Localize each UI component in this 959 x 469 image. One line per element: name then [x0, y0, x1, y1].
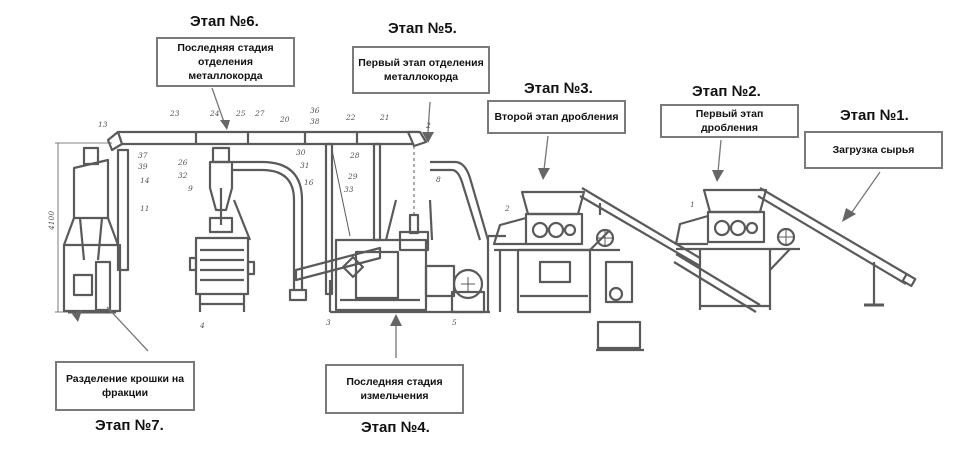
part-label: 26	[177, 158, 188, 167]
metal-cord-final-separator	[188, 146, 308, 312]
part-label: 23	[169, 109, 180, 118]
stage-4-title: Этап №4.	[361, 419, 430, 436]
final-grinding-unit	[294, 234, 506, 314]
stage-3-description: Второй этап дробления	[494, 111, 619, 123]
part-label: 14	[140, 176, 150, 185]
stage-5-box: Первый этап отделения металлокорда	[352, 46, 490, 94]
part-labels: 13 23 24 25 27 20 36 38 22 21 2 37 39 14…	[47, 106, 695, 330]
stage-6-title: Этап №6.	[190, 13, 259, 30]
part-label: 31	[300, 161, 310, 170]
part-label: 11	[140, 204, 150, 213]
part-label: 5	[452, 318, 457, 327]
part-label: 33	[344, 185, 354, 194]
stage-5-description: Первый этап отделения металлокорда	[358, 57, 484, 83]
stage-7-description: Разделение крошки на фракции	[65, 373, 185, 399]
pointer-arrows	[106, 87, 881, 358]
stage-6-description: Последняя стадия отделения металлокорда	[177, 42, 274, 82]
stage-5-title: Этап №5.	[388, 20, 457, 37]
stage-6-box: Последняя стадия отделения металлокорда	[156, 37, 295, 87]
part-label: 25	[235, 109, 246, 118]
part-label: 2	[504, 204, 510, 213]
stage-4-box: Последняя стадия измельчения	[325, 364, 464, 414]
stage-4-description: Последняя стадия измельчения	[346, 376, 443, 402]
stage-2-description: Первый этап дробления	[695, 108, 764, 134]
stage-7-box: Разделение крошки на фракции	[55, 361, 195, 411]
stage-1-box: Загрузка сырья	[804, 131, 943, 169]
part-label: 4	[199, 321, 205, 330]
part-label: 29	[347, 172, 358, 181]
part-label: 8	[436, 175, 441, 184]
part-label: 1	[690, 200, 695, 209]
part-label: 13	[98, 120, 108, 129]
part-label: 9	[188, 184, 193, 193]
stage-7-title: Этап №7.	[95, 417, 164, 434]
stage-1-description: Загрузка сырья	[832, 144, 915, 156]
stage-2-title: Этап №2.	[692, 83, 761, 100]
part-label: 30	[296, 148, 306, 157]
part-label: 21	[379, 113, 390, 122]
part-label: 28	[349, 151, 360, 160]
part-label: 24	[209, 109, 220, 118]
part-label: 37	[138, 151, 148, 160]
part-label: 22	[345, 113, 356, 122]
stage-1-title: Этап №1.	[840, 107, 909, 124]
second-crusher	[492, 187, 701, 352]
arrow-heads	[72, 120, 856, 326]
part-label: 27	[254, 109, 265, 118]
duct-supports	[324, 142, 382, 296]
part-label: 36	[310, 106, 320, 115]
part-label: 3	[326, 318, 331, 327]
part-label: 39	[138, 162, 148, 171]
part-label: 32	[178, 171, 188, 180]
first-crusher	[673, 187, 917, 313]
part-label: 16	[304, 178, 314, 187]
part-label: 2	[425, 121, 431, 130]
stage-3-title: Этап №3.	[524, 80, 593, 97]
dimension-label: 4100	[47, 211, 56, 231]
part-label: 38	[310, 117, 320, 126]
top-duct	[106, 130, 428, 152]
metal-cord-first-separator	[384, 146, 490, 252]
stage-3-box: Второй этап дробления	[487, 100, 626, 134]
fraction-separator	[62, 146, 130, 314]
stage-2-box: Первый этап дробления	[660, 104, 799, 138]
part-label: 20	[279, 115, 290, 124]
